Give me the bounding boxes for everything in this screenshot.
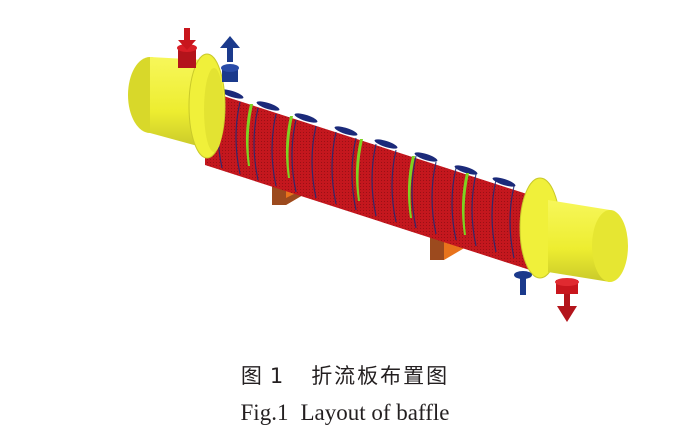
left-channel-head [128,53,226,159]
caption-en-title: Layout of baffle [300,400,450,425]
caption-cn-label: 图 [240,364,264,388]
hot-inlet-nozzle [177,28,197,68]
heat-exchanger-figure [128,28,628,322]
caption-english: Fig.1 Layout of baffle [0,400,690,426]
heat-exchanger-illustration [128,28,628,322]
shell-with-baffles [205,89,530,270]
cold-outlet-nozzle [220,36,240,82]
caption-en-label: Fig.1 [240,400,289,425]
right-channel-head [519,177,628,282]
caption-cn-number: 1 [269,364,286,388]
hot-outlet-nozzle [555,278,579,322]
cold-inlet-nozzle [514,271,532,295]
caption-cn-title: 折流板布置图 [311,364,450,388]
